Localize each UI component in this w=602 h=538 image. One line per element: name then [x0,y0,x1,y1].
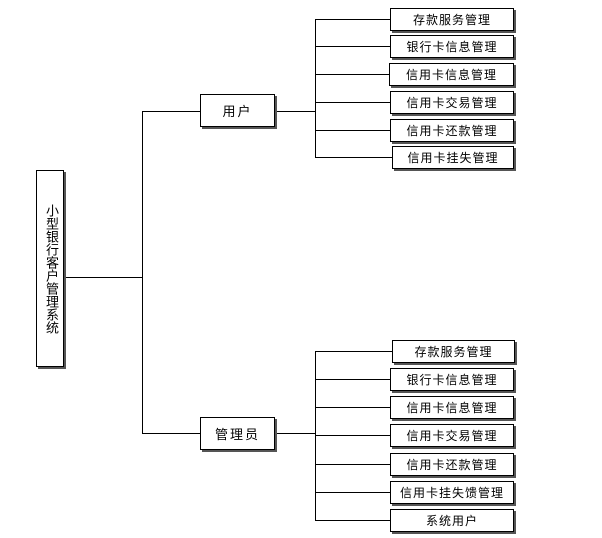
user-child-node: 信用卡信息管理 [389,63,514,86]
user-child-node: 银行卡信息管理 [390,35,514,58]
user-child-node: 存款服务管理 [390,8,514,31]
admin-child-node: 信用卡还款管理 [390,453,514,476]
branch-node-user: 用户 [200,94,275,127]
user-child-node: 信用卡交易管理 [390,91,514,114]
admin-child-node: 存款服务管理 [392,340,515,363]
user-child-node: 信用卡挂失管理 [392,146,514,169]
admin-child-node: 信用卡交易管理 [390,424,514,447]
admin-child-node: 信用卡挂失馈管理 [390,481,514,504]
user-child-node: 信用卡还款管理 [390,119,514,142]
branch-node-admin: 管理员 [200,417,275,450]
root-node: 小型银行客户管理系统 [36,170,64,367]
admin-child-node: 银行卡信息管理 [390,368,514,391]
admin-child-node: 信用卡信息管理 [390,396,514,419]
admin-child-node: 系统用户 [390,509,514,532]
